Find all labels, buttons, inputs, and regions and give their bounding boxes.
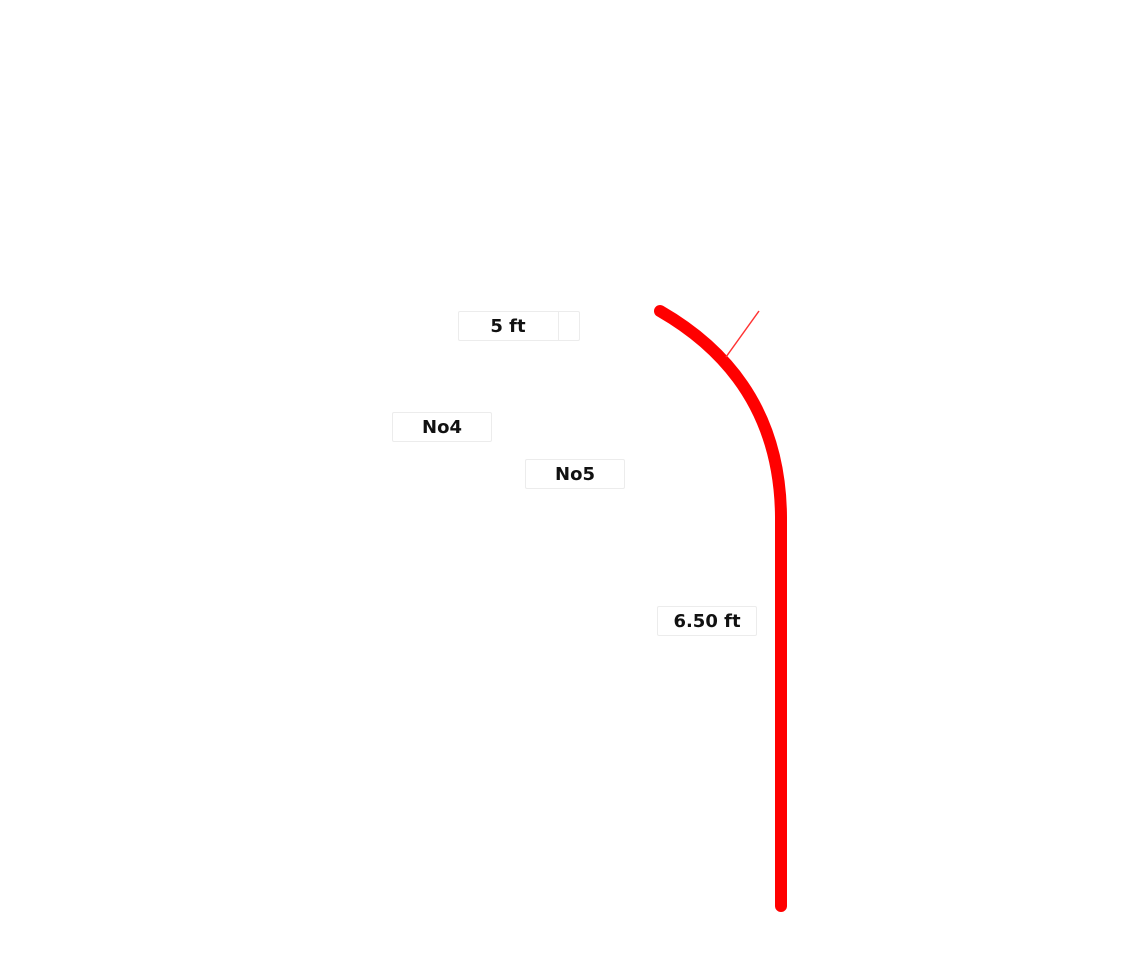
dimension-label-6-50ft-text: 6.50 ft — [673, 610, 741, 632]
red-route-path — [654, 305, 787, 912]
dimension-label-6-50ft: 6.50 ft — [657, 606, 757, 636]
thin-guide-line — [725, 310, 760, 358]
label-no4-text: No4 — [422, 416, 462, 438]
label-no5: No5 — [525, 459, 625, 489]
label-no4: No4 — [392, 412, 492, 442]
label-no5-text: No5 — [555, 463, 595, 485]
dimension-label-5ft: 5 ft — [458, 311, 580, 341]
label-divider — [558, 312, 559, 340]
dimension-label-5ft-text: 5 ft — [490, 315, 526, 337]
